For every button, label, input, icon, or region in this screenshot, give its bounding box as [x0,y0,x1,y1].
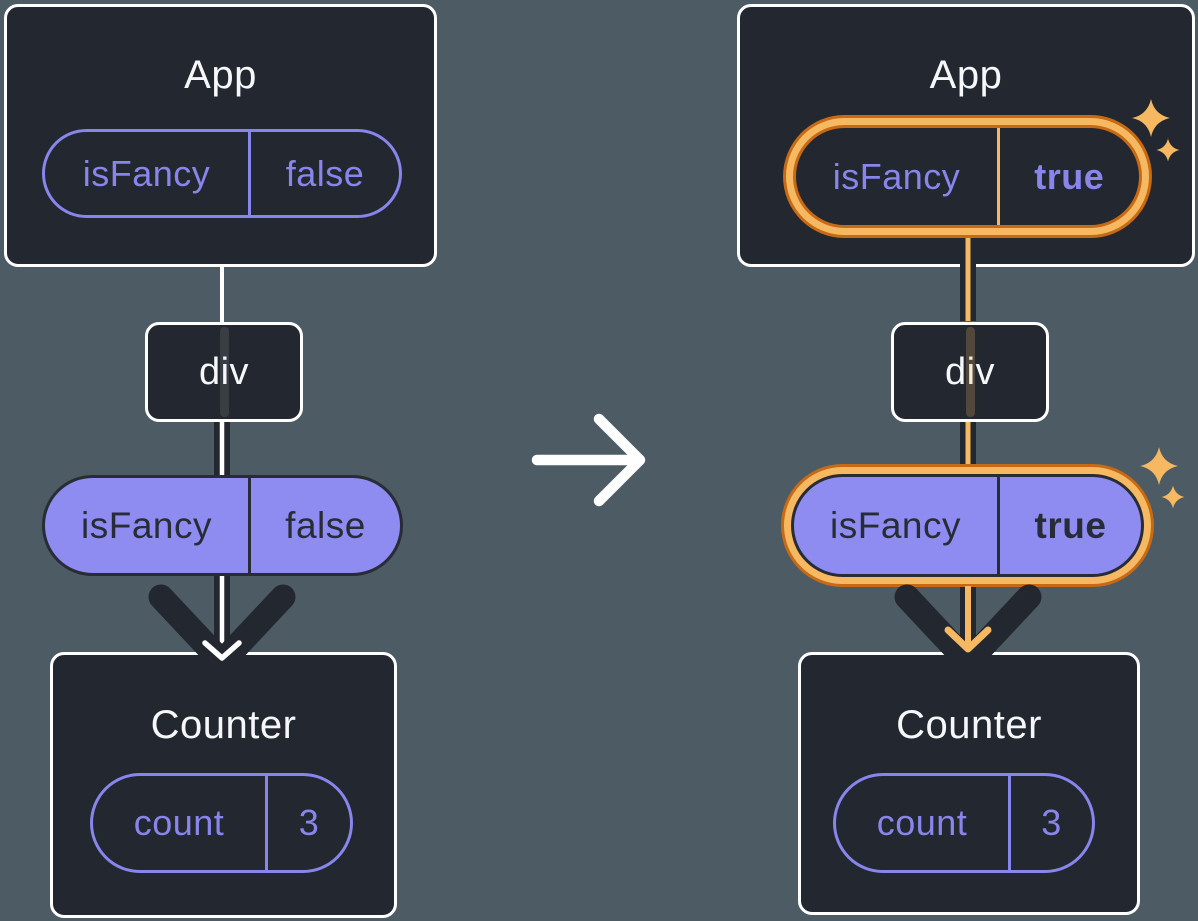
right-counter-state-value: 3 [1041,802,1062,843]
right-arrowhead-inner-icon [944,626,992,653]
left-counter-state-value: 3 [298,802,320,843]
pill-divider [248,478,251,573]
left-passed-prop-pill: isFancy false [42,475,403,576]
left-app-title: App [184,53,257,97]
sparkle-icon [1161,485,1185,509]
right-div-node: div [891,322,1049,422]
right-app-prop-pill-highlight: isFancy true [783,115,1152,238]
left-app-prop-pill: isFancy false [42,129,402,218]
left-app-prop-name: isFancy [82,152,211,194]
left-counter-state-name: count [133,802,225,843]
pill-divider [997,128,1000,225]
right-counter-title: Counter [896,703,1042,747]
right-div-label: div [944,350,996,393]
right-app-prop-value: true [1034,155,1105,197]
highlight-ring: isFancy true [786,118,1149,235]
left-counter-state-pill: count 3 [90,773,353,873]
pill-divider [265,776,268,870]
right-div-line-ghost [966,327,975,417]
left-div-label: div [198,350,250,393]
right-passed-prop-pill: isFancy true [791,474,1144,577]
pill-divider [248,132,251,215]
pill-divider [997,477,1000,574]
right-passed-prop-name: isFancy [830,504,961,546]
right-app-title: App [929,53,1003,97]
highlight-ring: isFancy true [784,467,1151,584]
right-app-prop-name: isFancy [832,155,961,197]
right-app-prop-pill: isFancy true [793,125,1142,228]
sparkle-icon [1140,447,1178,485]
right-counter-state-pill: count 3 [833,773,1095,873]
left-passed-prop-name: isFancy [81,504,212,546]
right-passed-prop-pill-highlight: isFancy true [781,464,1154,587]
right-counter-state-name: count [876,802,968,843]
transition-arrow-icon [531,413,646,507]
left-div-line-ghost [220,327,229,417]
pill-divider [1008,776,1011,870]
left-counter-title: Counter [150,703,297,747]
left-passed-prop-value: false [285,504,366,546]
left-app-prop-value: false [285,152,365,194]
left-div-node: div [145,322,303,422]
right-passed-prop-value: true [1034,504,1107,546]
